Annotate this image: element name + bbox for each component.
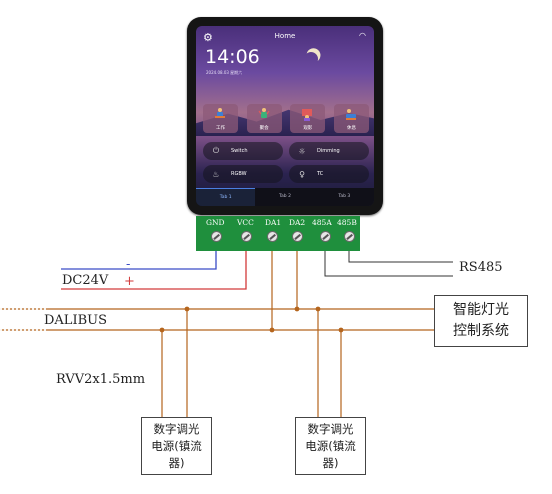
terminal-label-485a: 485A (312, 218, 332, 227)
switch-control[interactable]: ⏻ Switch (203, 142, 283, 160)
driver-line3: 器) (168, 455, 185, 470)
rs485a-wire (324, 244, 453, 277)
junction-da1 (269, 327, 275, 333)
dalibus-label: DALIBUS (44, 313, 107, 328)
dc24v-label: DC24V (62, 273, 109, 288)
scene-label: 休息 (346, 126, 356, 131)
tc-icon: ♀ (299, 169, 305, 179)
driver-line2: 电源(镇流 (151, 438, 202, 453)
terminal-label-vcc: VCC (237, 218, 254, 227)
screw-485b (344, 231, 355, 242)
dimming-driver-2: 数字调光 电源(镇流 器) (295, 417, 366, 475)
dimming-driver-1: 数字调光 电源(镇流 器) (141, 417, 212, 475)
scene-rest[interactable]: 休息 (333, 104, 369, 133)
clock: 14:06 (205, 46, 260, 68)
control-label: TC (317, 171, 324, 177)
wifi-icon: ◠ (359, 31, 366, 40)
tab-1[interactable]: Tab 1 (196, 188, 256, 206)
movie-scene-icon (302, 109, 313, 121)
screw-gnd (211, 231, 222, 242)
plus-sign: + (124, 274, 135, 289)
junction-d1a (159, 327, 165, 333)
terminal-label-gnd: GND (206, 218, 225, 227)
scene-movie[interactable]: 观影 (290, 104, 326, 133)
control-label: Dimming (317, 148, 340, 154)
rgbw-control[interactable]: ♨ RGBW (203, 165, 283, 183)
vcc-wire (61, 244, 247, 290)
tc-control[interactable]: ♀ TC (289, 165, 369, 183)
moon-icon (301, 49, 320, 68)
gear-icon[interactable]: ⚙ (203, 31, 213, 44)
date: 2024.08.03 星期六 (206, 70, 243, 75)
driver-line2: 电源(镇流 (305, 438, 356, 453)
rgbw-icon: ♨ (212, 169, 220, 179)
rs485-label: RS485 (459, 260, 503, 275)
junction-da2 (294, 306, 300, 312)
driver-line1: 数字调光 (307, 421, 354, 436)
panel-screen: ⚙ Home ◠ 14:06 2024.08.03 星期六 工作 聚会 观影 休… (196, 26, 374, 206)
tab-3[interactable]: Tab 3 (338, 194, 351, 199)
smart-panel: ⚙ Home ◠ 14:06 2024.08.03 星期六 工作 聚会 观影 休… (187, 17, 383, 215)
junction-d2a (315, 306, 321, 312)
party-scene-icon (258, 108, 270, 118)
driver-line3: 器) (322, 455, 339, 470)
junction-d1b (184, 306, 190, 312)
work-scene-icon (215, 108, 225, 118)
terminal-label-da1: DA1 (265, 218, 282, 227)
terminal-block: GND VCC DA1 DA2 485A 485B (196, 216, 360, 251)
screw-da2 (292, 231, 303, 242)
minus-sign: - (126, 257, 131, 272)
screw-vcc (241, 231, 252, 242)
tab-2[interactable]: Tab 2 (279, 194, 291, 199)
screw-da1 (267, 231, 278, 242)
scene-work[interactable]: 工作 (203, 104, 238, 133)
lighting-control-system: 智能灯光 控制系统 (434, 295, 528, 347)
switch-icon: ⏻ (212, 146, 220, 155)
dimming-control[interactable]: ☼ Dimming (289, 142, 369, 160)
terminal-label-485b: 485B (337, 218, 357, 227)
screw-485a (320, 231, 331, 242)
scene-label: 工作 (216, 126, 225, 131)
scene-label: 聚会 (259, 126, 269, 131)
control-label: Switch (231, 148, 248, 154)
control-system-line2: 控制系统 (453, 323, 509, 339)
scene-row: 工作 聚会 观影 休息 (203, 104, 369, 133)
control-system-line1: 智能灯光 (453, 302, 509, 318)
junction-d2b (338, 327, 344, 333)
rest-scene-icon (345, 109, 356, 120)
terminal-label-da2: DA2 (289, 218, 306, 227)
scene-party[interactable]: 聚会 (246, 104, 282, 133)
tab-bar: Tab 1 Tab 2 Tab 3 (196, 188, 374, 206)
scene-label: 观影 (303, 126, 313, 131)
bulb-icon: ☼ (298, 146, 306, 156)
driver-line1: 数字调光 (153, 421, 200, 436)
control-label: RGBW (231, 171, 247, 177)
panel-title: Home (274, 32, 296, 40)
rs485b-wire (348, 244, 453, 263)
cable-spec-label: RVV2x1.5mm (56, 372, 146, 387)
gnd-wire (61, 244, 217, 270)
